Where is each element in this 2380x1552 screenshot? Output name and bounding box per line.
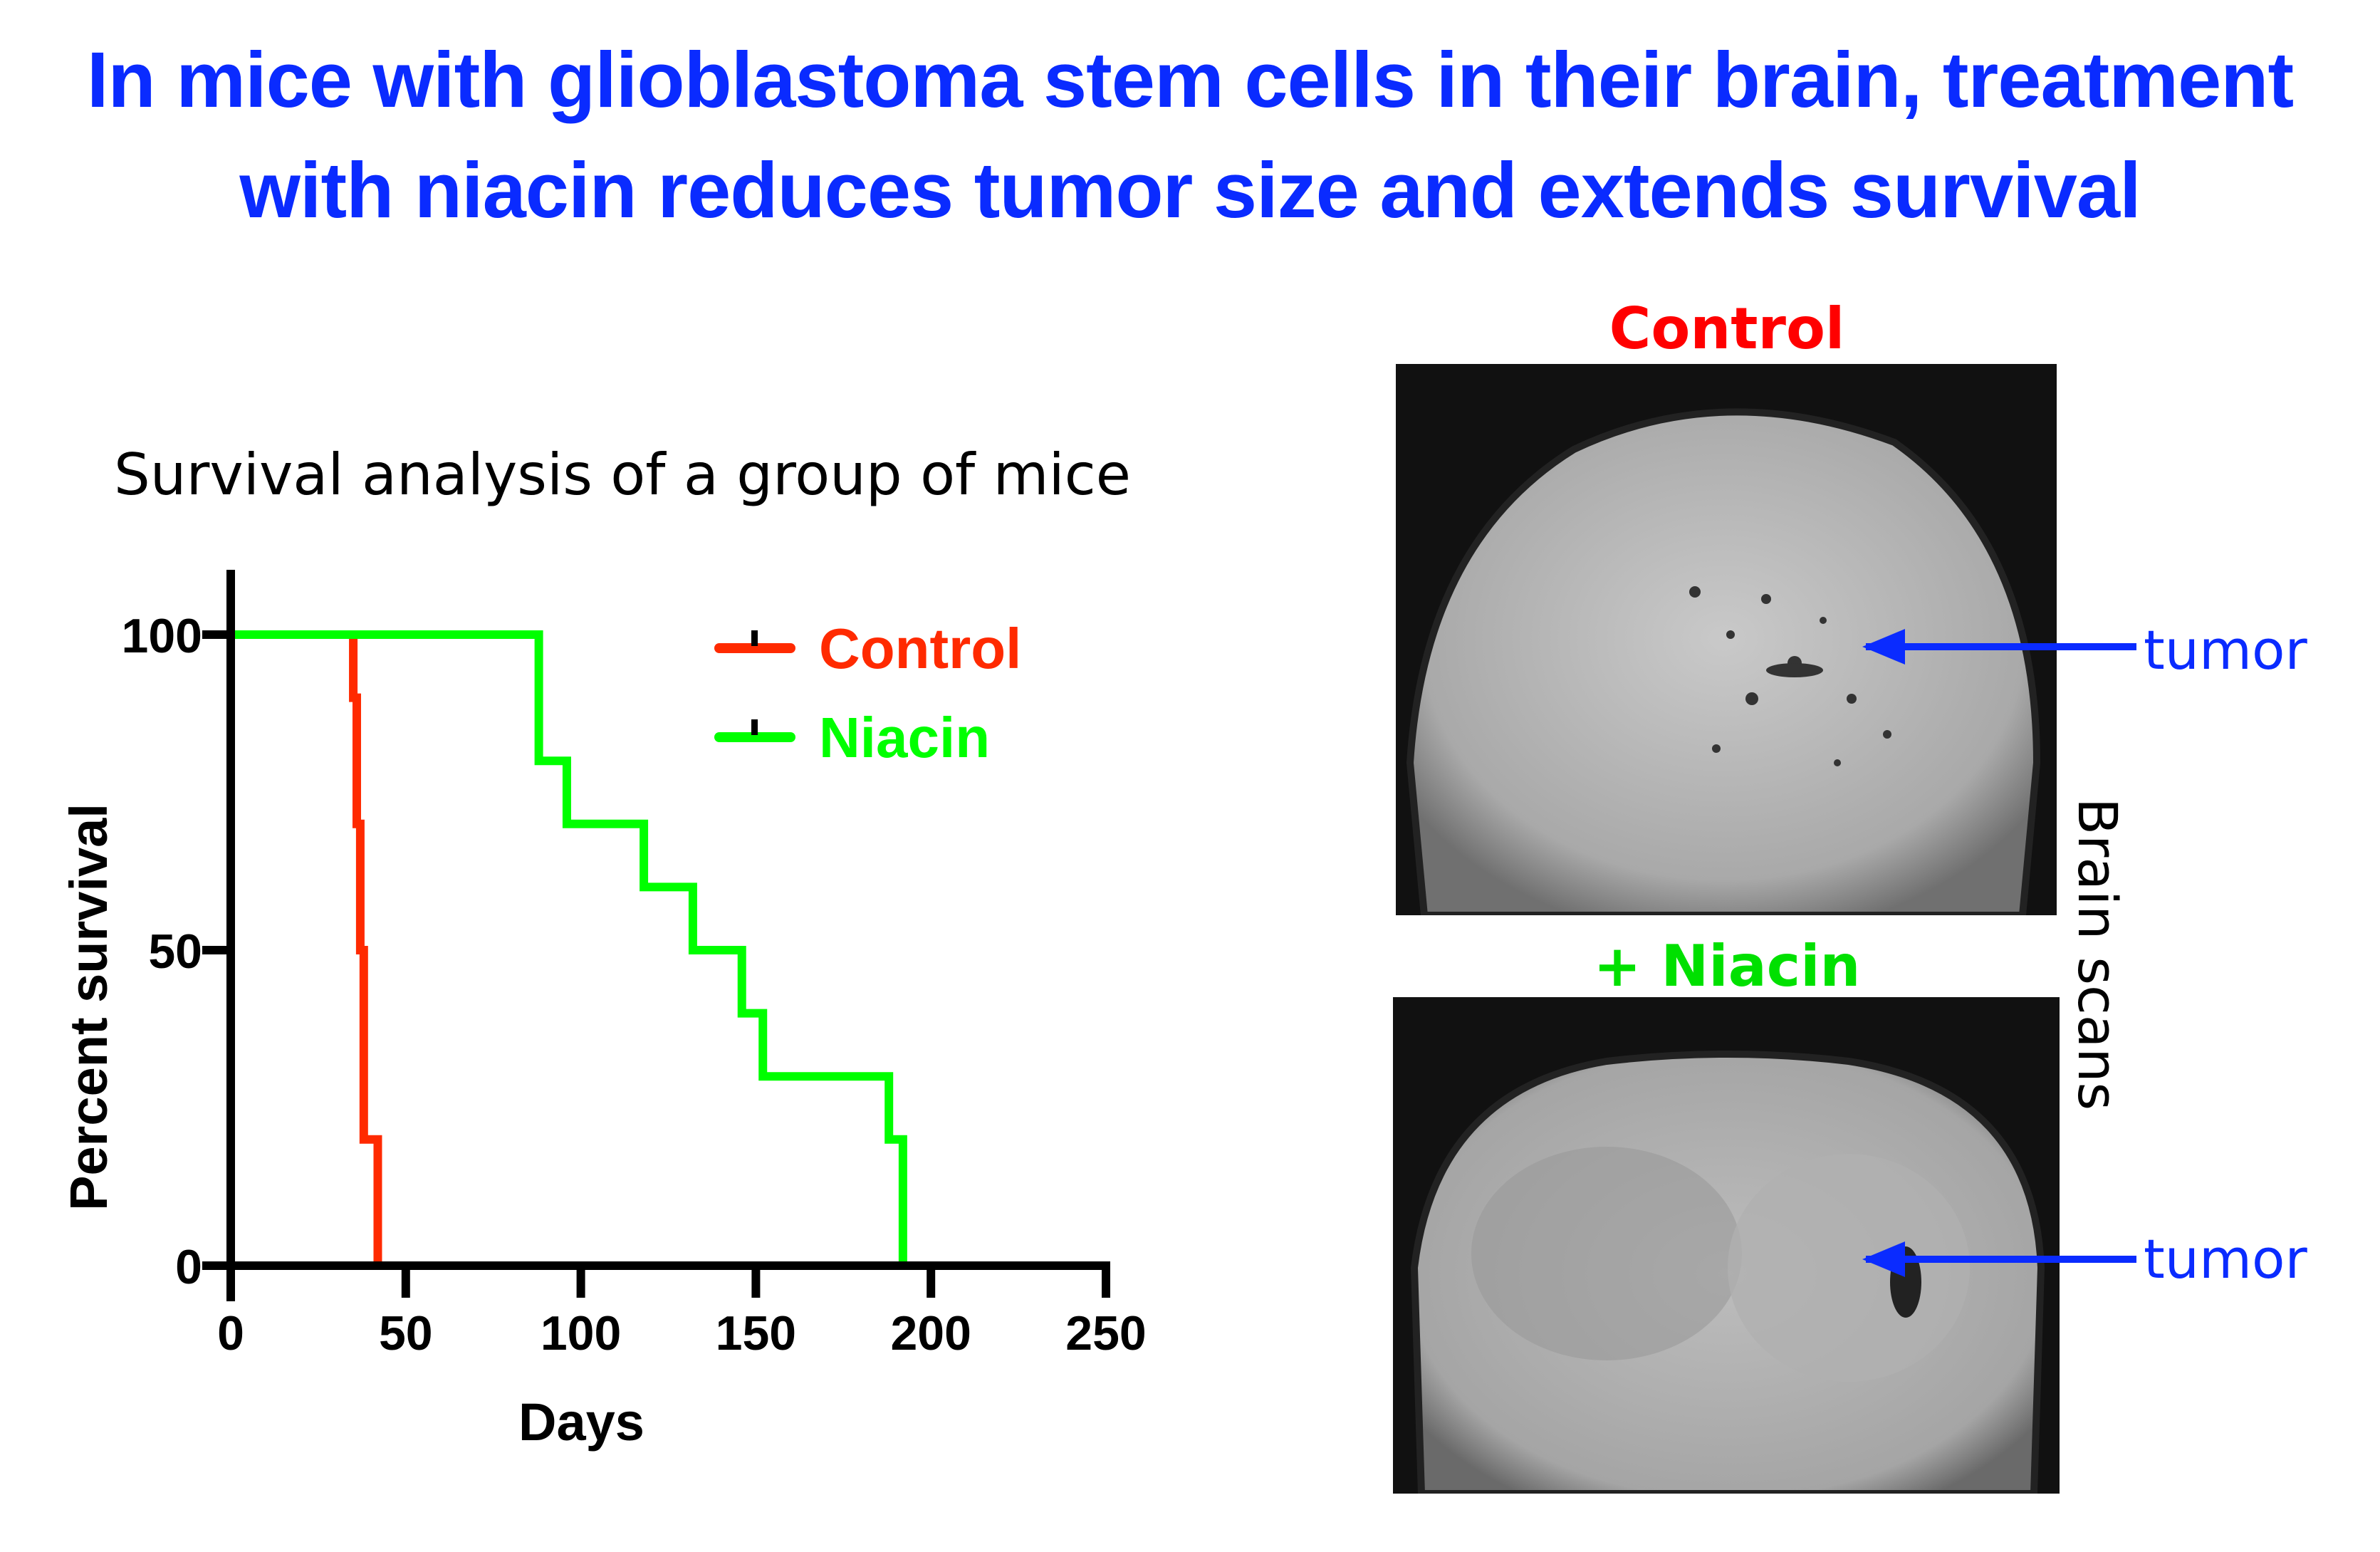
arrow-head-icon [1862, 1241, 1905, 1277]
arrow-head-icon [1862, 629, 1905, 665]
brain-scans-label: Brain scans [2066, 798, 2129, 1111]
niacin-scan-label: + Niacin [1593, 933, 1861, 999]
slide-title-line-1: In mice with glioblastoma stem cells in … [86, 36, 2294, 124]
series-control-line [231, 630, 382, 1266]
legend-niacin-label: Niacin [819, 706, 990, 769]
x-axis-label: Days [518, 1392, 644, 1452]
niacin-brain-scan [1393, 997, 2060, 1494]
legend-control-label: Control [819, 617, 1021, 680]
x-tick-label: 150 [716, 1306, 796, 1360]
slide-title-line-1-row: In mice with glioblastoma stem cells in … [0, 36, 2380, 126]
niacin-tumor-label: tumor [2144, 1227, 2307, 1291]
x-tick-label: 200 [890, 1306, 971, 1360]
control-tumor-arrow [1866, 643, 2136, 650]
slide-title-line-2: with niacin reduces tumor size and exten… [239, 147, 2141, 234]
y-axis-label: Percent survival [59, 803, 118, 1211]
niacin-tumor-arrow [1866, 1256, 2136, 1263]
control-scan-label: Control [1609, 296, 1845, 362]
series-niacin-line [231, 630, 907, 1266]
x-tick-label: 100 [541, 1306, 621, 1360]
y-tick-label: 100 [122, 609, 202, 663]
legend-tick-icon [751, 719, 758, 735]
control-brain-scan [1396, 364, 2057, 915]
x-tick-label: 0 [217, 1306, 244, 1360]
x-tick-label: 250 [1065, 1306, 1146, 1360]
x-tick-label: 50 [379, 1306, 433, 1360]
legend-tick-icon [751, 630, 758, 646]
chart-title: Survival analysis of a group of mice [114, 442, 1131, 508]
y-tick-label: 50 [148, 925, 202, 979]
y-tick-label: 0 [175, 1240, 202, 1294]
control-tumor-label: tumor [2144, 618, 2307, 682]
slide-title-line-2-row: with niacin reduces tumor size and exten… [0, 146, 2380, 236]
